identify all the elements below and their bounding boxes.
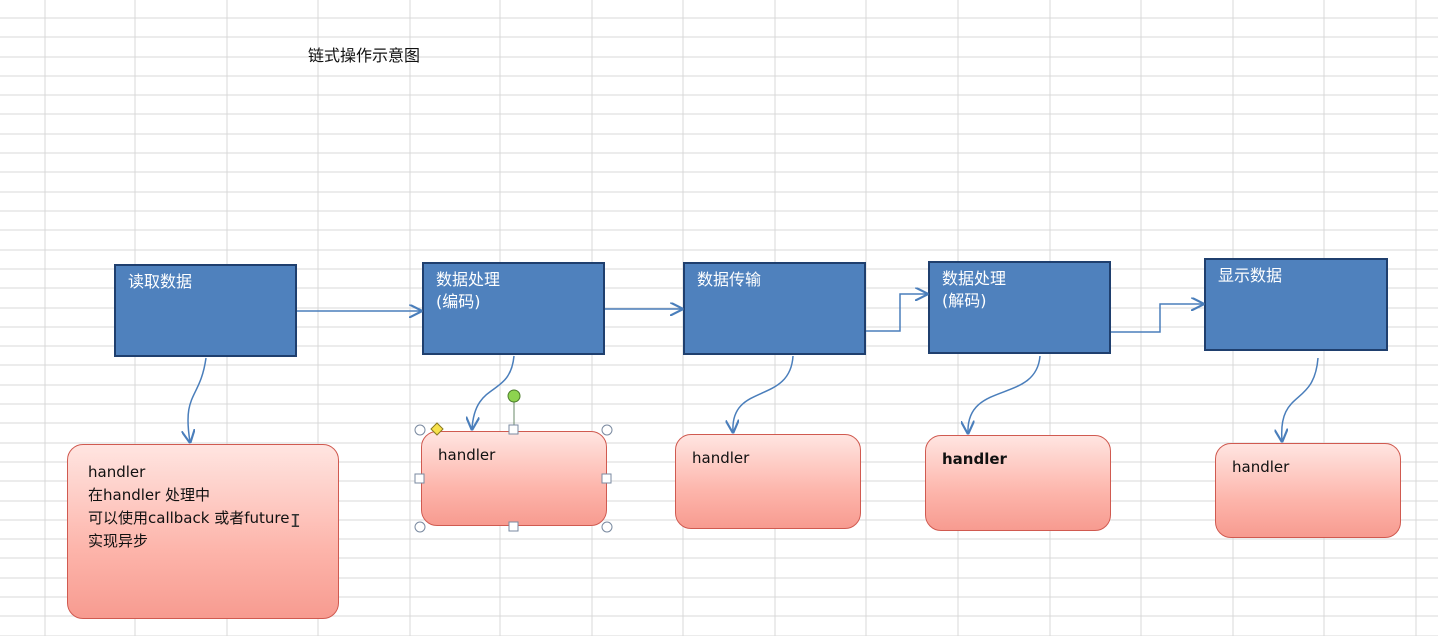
stage-sublabel: (解码) [942, 291, 987, 310]
handler-box-encode[interactable]: handler [421, 431, 607, 526]
handler-arrow-transfer[interactable] [733, 355, 794, 432]
stage-box-display[interactable]: 显示数据 [1204, 258, 1388, 351]
handler-arrow-display[interactable] [1282, 357, 1319, 441]
handler-arrow-decode[interactable] [968, 355, 1041, 433]
handler-box-display[interactable]: handler [1215, 443, 1401, 538]
flow-arrow-transfer-to-decode[interactable] [866, 294, 927, 332]
handler-label: handler [942, 450, 1007, 468]
stage-box-encode[interactable]: 数据处理 (编码) [422, 262, 605, 355]
handler-arrow-read[interactable] [188, 357, 207, 442]
rotate-handle-icon[interactable] [507, 389, 521, 403]
stage-label: 数据处理 [436, 270, 501, 289]
handler-label: handler [1232, 458, 1290, 476]
handler-arrow-encode[interactable] [472, 355, 515, 429]
stage-box-decode[interactable]: 数据处理 (解码) [928, 261, 1111, 354]
handler-box-transfer[interactable]: handler [675, 434, 861, 529]
handler-note-line: 实现异步 [88, 532, 149, 550]
stage-box-read[interactable]: 读取数据 [114, 264, 297, 357]
adjust-handle-icon[interactable] [430, 422, 444, 436]
flow-arrow-decode-to-display[interactable] [1111, 304, 1203, 333]
i-beam-cursor-icon: I [290, 511, 301, 532]
stage-label: 数据处理 [942, 269, 1007, 288]
handler-box-decode[interactable]: handler [925, 435, 1111, 531]
diagram-title: 链式操作示意图 [308, 46, 421, 65]
handler-note-line: 可以使用callback 或者future [88, 509, 290, 527]
handler-note-line: 在handler 处理中 [88, 486, 211, 504]
selection-handles[interactable] [414, 389, 613, 533]
handler-label: handler [88, 463, 146, 481]
handler-label: handler [692, 449, 750, 467]
stage-sublabel: (编码) [436, 292, 481, 311]
stage-label: 显示数据 [1218, 266, 1283, 285]
handler-label: handler [438, 446, 496, 464]
handler-box-read[interactable]: handler 在handler 处理中 可以使用callback 或者futu… [67, 444, 339, 619]
stage-label: 读取数据 [128, 272, 193, 291]
stage-box-transfer[interactable]: 数据传输 [683, 262, 866, 355]
stage-label: 数据传输 [697, 270, 762, 289]
